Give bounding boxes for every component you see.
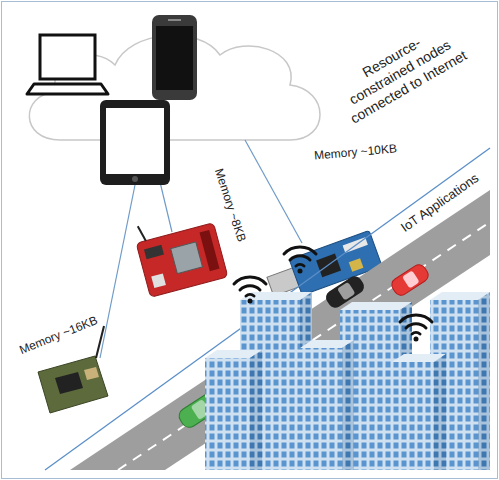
wifi-icon-part xyxy=(284,247,316,273)
wifi-icon-part-part xyxy=(246,294,254,296)
buildings-part-part xyxy=(392,362,434,470)
buildings-part-part xyxy=(342,340,354,470)
buildings-part-part xyxy=(478,292,490,470)
wires-part xyxy=(245,140,302,243)
phone-icon-part xyxy=(152,15,197,100)
red-sensor-board-part xyxy=(138,225,146,241)
road-part xyxy=(118,222,490,470)
laptop-icon-part xyxy=(27,84,108,94)
road xyxy=(70,190,490,470)
red-sensor-board-part xyxy=(171,242,203,274)
road-part xyxy=(70,190,490,470)
buildings-part xyxy=(430,292,490,470)
buildings-part-part xyxy=(340,302,412,310)
usb-node-part xyxy=(349,258,364,272)
red-sensor-board-part xyxy=(144,245,164,259)
red-car-part xyxy=(402,270,420,288)
red-sensor-board-part xyxy=(136,223,228,298)
text-label: Resource- constrained nodes connected to… xyxy=(325,14,475,130)
tablet-icon-part xyxy=(132,176,138,182)
wifi-icon-part-part xyxy=(240,286,260,290)
wifi-icon-part-part xyxy=(414,337,419,342)
buildings-part-part xyxy=(300,348,342,470)
green-sensor-board-part xyxy=(96,326,104,358)
buildings-part-part xyxy=(205,358,250,470)
wifi-icon-part xyxy=(234,277,266,303)
buildings-part-part xyxy=(340,310,400,470)
phone-icon xyxy=(152,15,197,100)
buildings-part-part xyxy=(434,354,446,470)
wifi-icon-part-part xyxy=(248,299,253,304)
wifi-icon-part-part xyxy=(298,269,303,274)
green-sensor-board-part xyxy=(55,372,83,394)
green-sensor-board-part xyxy=(84,367,99,380)
black-car-part xyxy=(337,282,356,301)
buildings-part-part xyxy=(250,350,262,470)
wires-part xyxy=(100,185,135,358)
phone-icon-part xyxy=(168,19,181,21)
phone-icon-part xyxy=(156,26,193,90)
divider-line xyxy=(45,148,490,470)
red-sensor-board-part xyxy=(199,230,219,271)
laptop-icon xyxy=(27,35,108,94)
buildings-part xyxy=(300,340,354,470)
text-label: Memory ~16KB xyxy=(15,312,101,358)
red-car-part xyxy=(389,262,431,298)
wifi-icon-part-part xyxy=(400,315,432,322)
buildings xyxy=(205,292,490,470)
text-label: Memory ~10KB xyxy=(311,141,399,163)
red-sensor-board xyxy=(132,207,228,297)
laptop-icon-part xyxy=(40,35,95,79)
tablet-icon-part xyxy=(106,108,164,174)
wifi-icon-part-part xyxy=(412,332,420,334)
wifi-icon-part-part xyxy=(290,256,310,260)
buildings-part xyxy=(205,350,262,470)
tablet-icon-part xyxy=(100,100,170,185)
wifi-icon-part xyxy=(400,315,432,341)
green-sensor-board-part xyxy=(38,356,108,413)
wifi-icon xyxy=(234,247,432,341)
wifi-icon-part-part xyxy=(234,277,266,284)
red-sensor-board-part xyxy=(151,273,166,288)
buildings-part xyxy=(392,354,446,470)
tablet-icon xyxy=(100,100,170,185)
wifi-icon-part-part xyxy=(406,324,426,328)
wires-part xyxy=(160,182,172,232)
wifi-icon-part-part xyxy=(284,247,316,254)
red-car xyxy=(389,262,431,298)
wifi-icon-part-part xyxy=(296,264,304,266)
buildings-part-part xyxy=(430,300,478,470)
